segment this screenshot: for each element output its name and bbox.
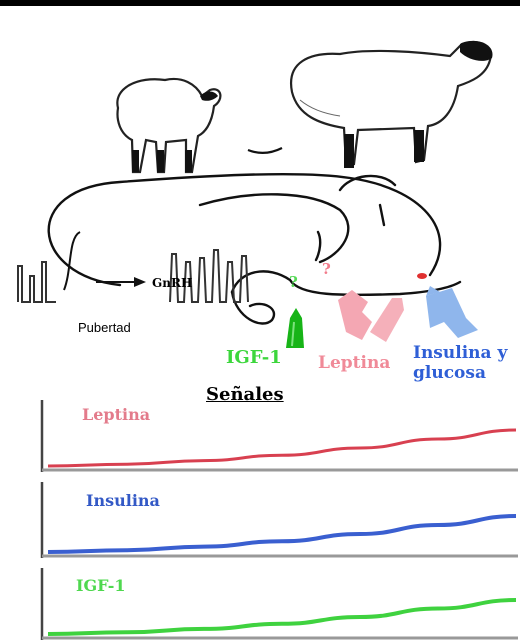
insulina-curve xyxy=(48,516,516,552)
igf1-signal-arrow xyxy=(286,308,304,348)
gnrh-arrow xyxy=(64,232,146,290)
signal-label-igf1: IGF-1 xyxy=(226,349,282,367)
gnrh-label: GnRH xyxy=(152,277,192,289)
top-border xyxy=(0,0,520,6)
signal-label-insulina-glucosa: Insulina y glucosa xyxy=(413,344,520,383)
leptina-curve xyxy=(48,430,516,466)
panel-label-leptina: Leptina xyxy=(82,407,150,423)
panel-label-igf1: IGF-1 xyxy=(76,578,126,594)
signal-label-leptina: Leptina xyxy=(318,355,390,372)
connector-dash xyxy=(248,148,282,153)
igf1-curve xyxy=(48,600,516,634)
panel-label-insulina: Insulina xyxy=(86,493,160,509)
gnrh-pulses-left xyxy=(18,262,56,302)
pubertad-label: Pubertad xyxy=(78,321,131,334)
sheep-illustration xyxy=(291,41,492,168)
leptina-signal-arrow xyxy=(338,290,404,342)
question-mark-leptina: ? xyxy=(322,262,331,277)
senales-heading: Señales xyxy=(206,386,284,404)
hypothalamus-dot xyxy=(417,273,427,279)
question-mark-igf1: ? xyxy=(289,275,298,290)
lamb-illustration xyxy=(117,79,220,172)
insulina-signal-arrow xyxy=(426,286,478,338)
